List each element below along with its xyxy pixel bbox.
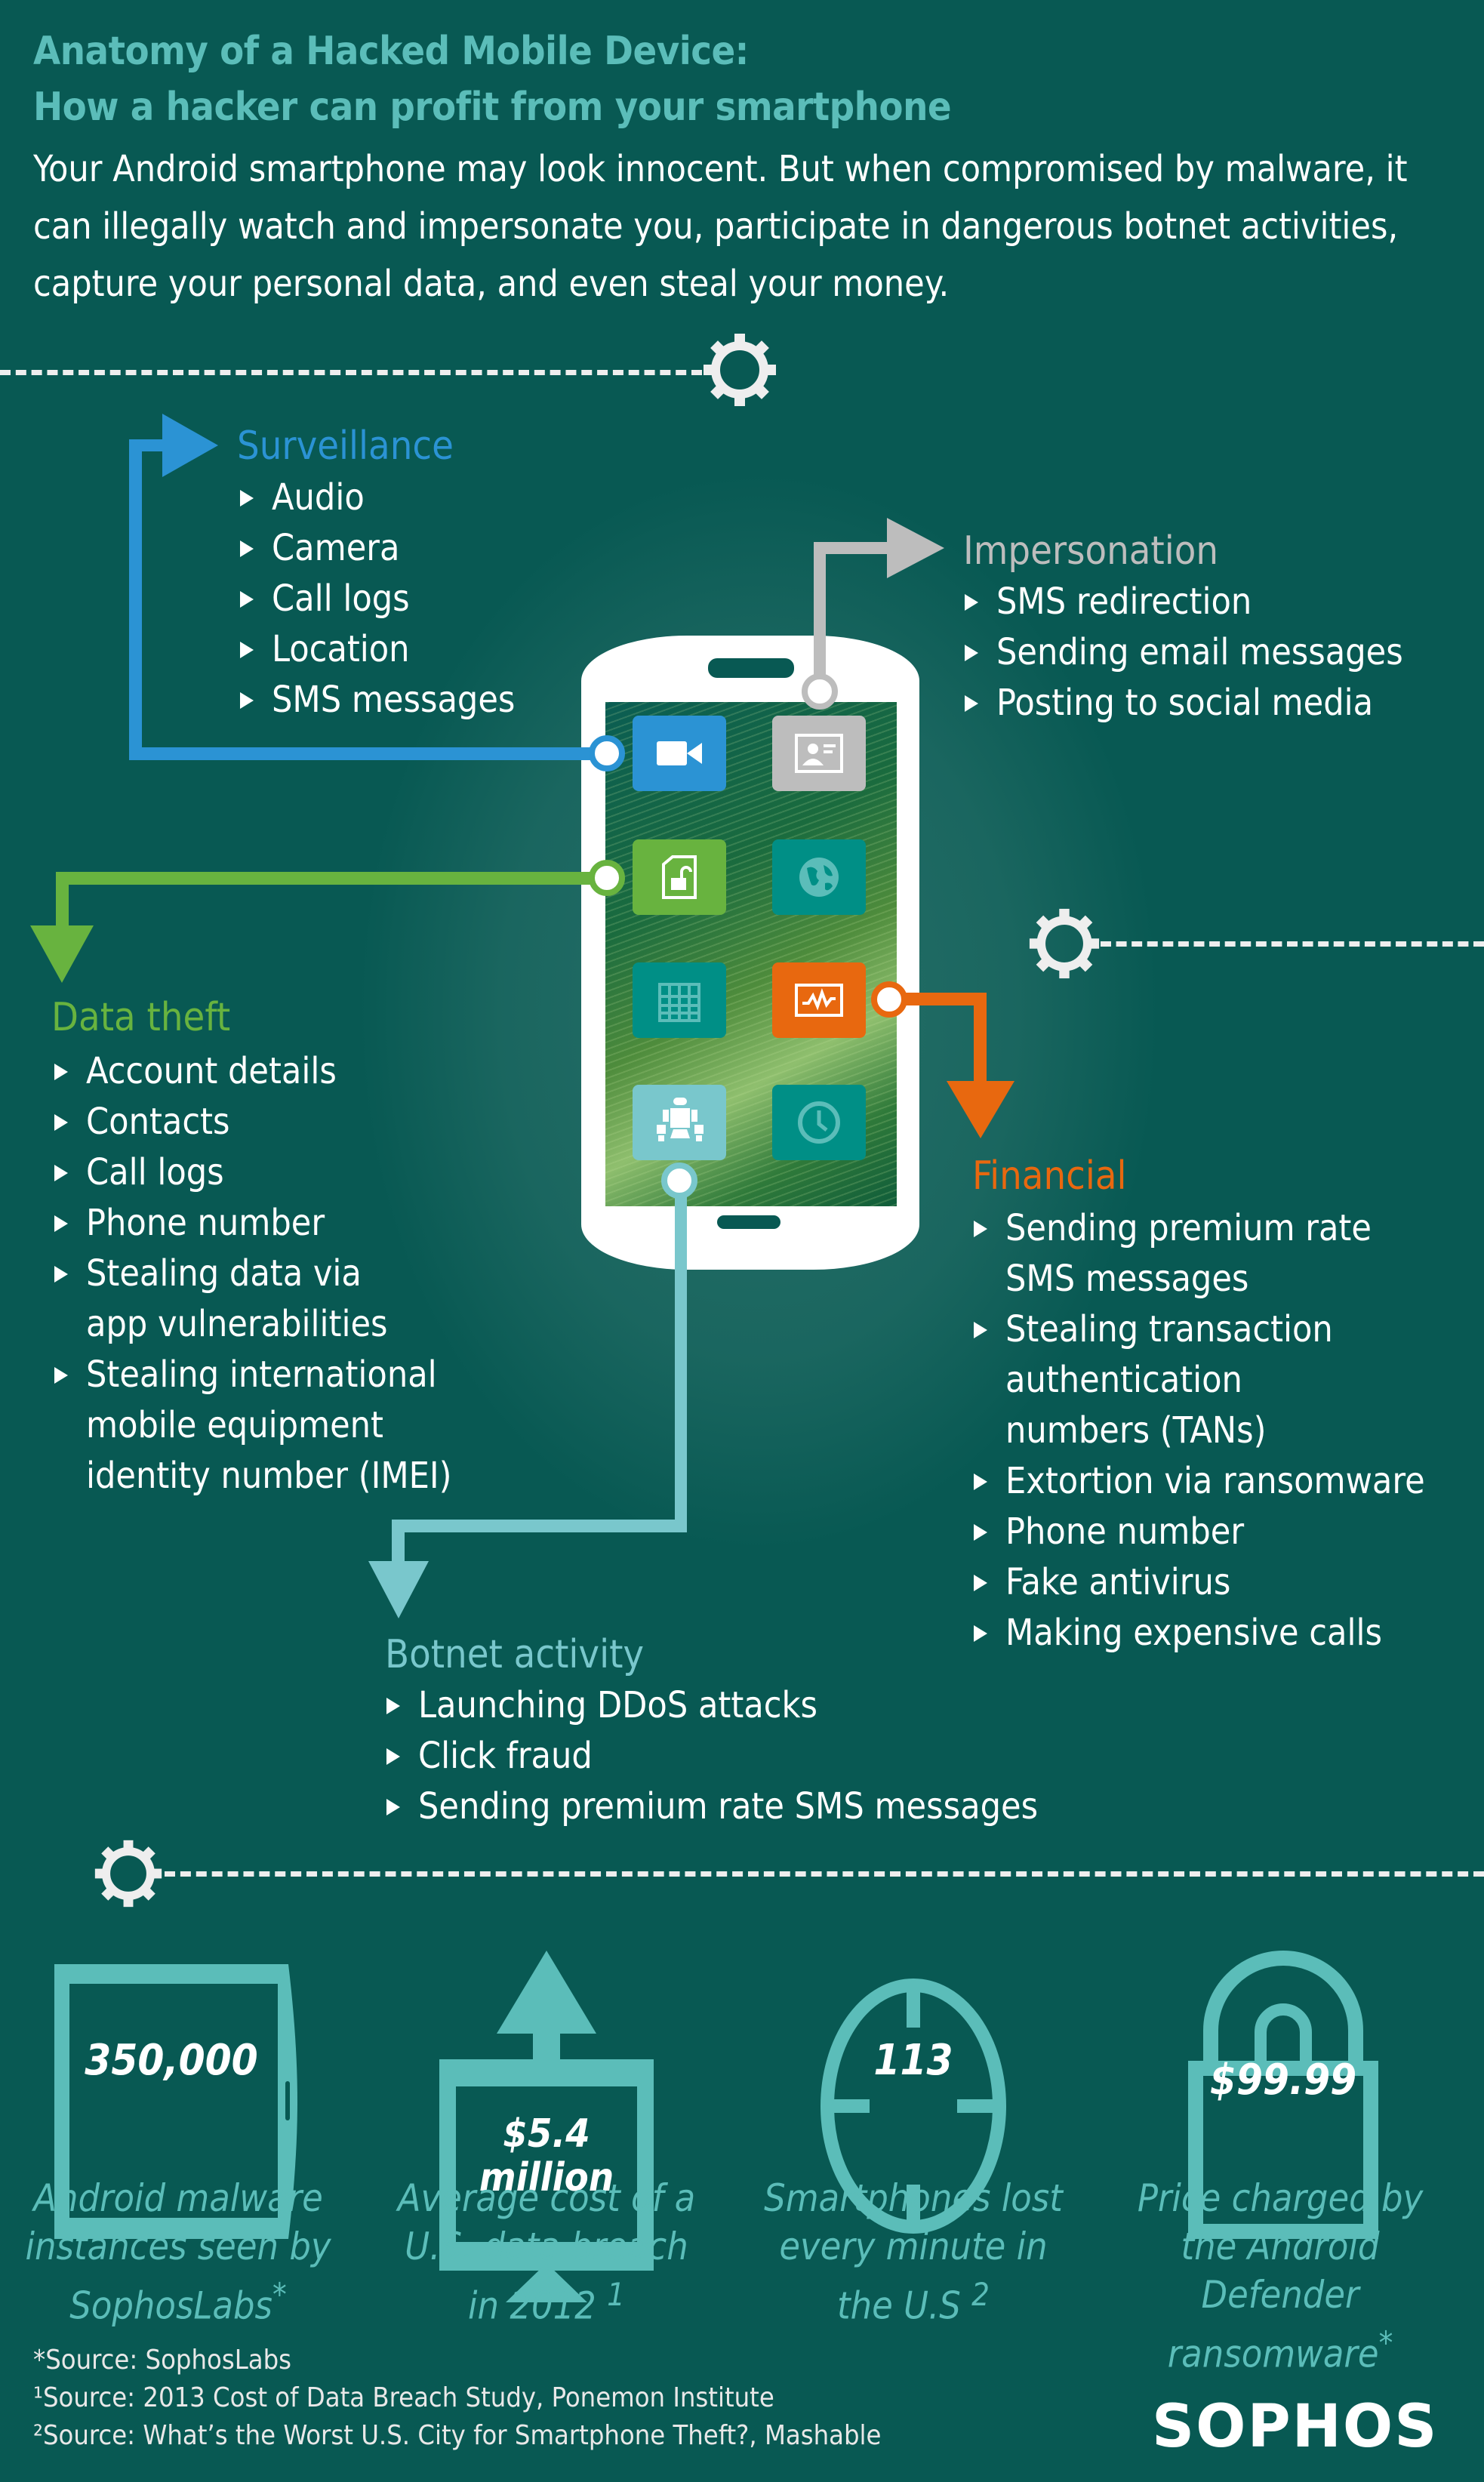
list-item: Phone number (974, 1507, 1425, 1557)
list-item: Camera (240, 523, 515, 574)
financial-list: Sending premium rate SMS messages Steali… (974, 1203, 1425, 1658)
chart-monitor-icon (795, 984, 843, 1017)
connector-node-impersonation (802, 673, 838, 710)
page-title: Anatomy of a Hacked Mobile Device: (33, 29, 749, 74)
footnote-ponemon: ¹Source: 2013 Cost of Data Breach Study,… (33, 2382, 774, 2413)
list-item: Extortion via ransomware (974, 1456, 1425, 1507)
botnet-connector (392, 1520, 405, 1572)
arrow-right-icon (162, 414, 218, 477)
divider-dashed-top (0, 370, 702, 375)
app-tile-calendar[interactable] (633, 962, 726, 1038)
section-title-botnet: Botnet activity (385, 1632, 645, 1677)
list-item: Sending premium rate SMS messages (386, 1781, 1038, 1832)
data-theft-connector (56, 872, 614, 885)
robots-icon (657, 1098, 704, 1141)
connector-node-financial (871, 981, 907, 1018)
id-card-icon (795, 734, 843, 773)
gear-icon (1029, 908, 1100, 979)
list-item: Stealing international mobile equipment … (54, 1350, 451, 1501)
financial-connector (891, 993, 986, 1005)
list-item: Posting to social media (965, 678, 1403, 728)
crosshair-icon (821, 1979, 1006, 2234)
list-item: Fake antivirus (974, 1557, 1425, 1608)
impersonation-list: SMS redirection Sending email messages P… (965, 577, 1403, 728)
calendar-icon (658, 983, 700, 1022)
gear-icon (704, 334, 776, 406)
list-item: SMS redirection (965, 577, 1403, 627)
connector-node-data-theft (589, 860, 625, 896)
surveillance-connector (129, 439, 142, 760)
data-theft-connector (56, 872, 69, 932)
list-item: Contacts (54, 1097, 451, 1147)
list-item: Call logs (240, 574, 515, 624)
stat-caption-ransom-price: Price charged by the Android Defender ra… (1137, 2176, 1424, 2376)
phone-home-button[interactable] (717, 1215, 780, 1229)
padlock-icon (1188, 1951, 1378, 2239)
list-item: Stealing transaction authentication numb… (974, 1304, 1425, 1456)
stat-value-malware: 350,000 (85, 2036, 258, 2085)
connector-node-surveillance (589, 735, 625, 771)
footnote-sophoslabs: *Source: SophosLabs (33, 2345, 292, 2376)
footnote-mashable: ²Source: What’s the Worst U.S. City for … (33, 2420, 882, 2451)
globe-icon (799, 858, 839, 897)
list-item: Launching DDoS attacks (386, 1680, 1038, 1731)
divider-dashed-bottom (165, 1871, 1484, 1877)
surveillance-list: Audio Camera Call logs Location SMS mess… (240, 473, 515, 725)
tablet-icon (54, 1964, 297, 2239)
app-tile-botnet[interactable] (633, 1085, 726, 1160)
list-item: Making expensive calls (974, 1608, 1425, 1658)
list-item: Phone number (54, 1198, 451, 1249)
clock-icon (798, 1101, 840, 1144)
stat-value-ransom-price: $99.99 (1209, 2056, 1357, 2105)
arrow-down-icon (368, 1561, 429, 1618)
connector-node-botnet (661, 1162, 697, 1199)
arrow-right-icon (887, 518, 944, 578)
list-item: Location (240, 624, 515, 675)
section-title-financial: Financial (972, 1153, 1127, 1199)
impersonation-connector (814, 542, 826, 701)
list-item: Stealing data via app vulnerabilities (54, 1249, 451, 1350)
divider-dashed-right (1101, 941, 1484, 947)
list-item: Click fraud (386, 1731, 1038, 1781)
stat-caption-malware: Android malware instances seen by Sophos… (25, 2176, 331, 2328)
video-camera-icon (657, 741, 702, 765)
app-tile-financial[interactable] (772, 962, 866, 1038)
app-tile-data-theft[interactable] (633, 839, 726, 915)
stat-caption-breach-cost: Average cost of a U.S. data breach in 20… (397, 2176, 696, 2328)
surveillance-connector (129, 439, 174, 451)
sophos-logo[interactable]: SOPHOS (1152, 2393, 1439, 2461)
list-item: Sending premium rate SMS messages (974, 1203, 1425, 1304)
monitor-arrow-up-icon (439, 1951, 654, 2302)
page-subtitle: How a hacker can profit from your smartp… (33, 85, 952, 130)
section-title-surveillance: Surveillance (237, 423, 454, 469)
app-tile-surveillance[interactable] (633, 716, 726, 791)
list-item: SMS messages (240, 675, 515, 725)
list-item: Call logs (54, 1147, 451, 1198)
app-tile-impersonation[interactable] (772, 716, 866, 791)
app-tile-browser[interactable] (772, 839, 866, 915)
data-theft-list: Account details Contacts Call logs Phone… (54, 1046, 451, 1501)
botnet-connector (675, 1178, 687, 1532)
section-title-data-theft: Data theft (51, 995, 231, 1040)
unlocked-document-icon (662, 855, 697, 899)
impersonation-connector (814, 542, 897, 554)
stat-caption-lost-phones: Smartphones lost every minute in the U.S… (764, 2176, 1063, 2328)
list-item: Account details (54, 1046, 451, 1097)
stat-value-lost-phones: 113 (873, 2036, 953, 2085)
phone-speaker (708, 658, 794, 678)
intro-text: Your Android smartphone may look innocen… (33, 148, 1408, 305)
section-title-impersonation: Impersonation (963, 528, 1218, 574)
list-item: Sending email messages (965, 627, 1403, 678)
list-item: Audio (240, 473, 515, 523)
botnet-list: Launching DDoS attacks Click fraud Sendi… (386, 1680, 1038, 1832)
gear-icon (94, 1840, 162, 1908)
financial-connector (974, 993, 987, 1083)
arrow-down-icon (30, 925, 94, 983)
surveillance-connector (129, 747, 612, 760)
app-tile-clock[interactable] (772, 1085, 866, 1160)
botnet-connector (392, 1520, 687, 1532)
arrow-down-icon (947, 1081, 1014, 1138)
